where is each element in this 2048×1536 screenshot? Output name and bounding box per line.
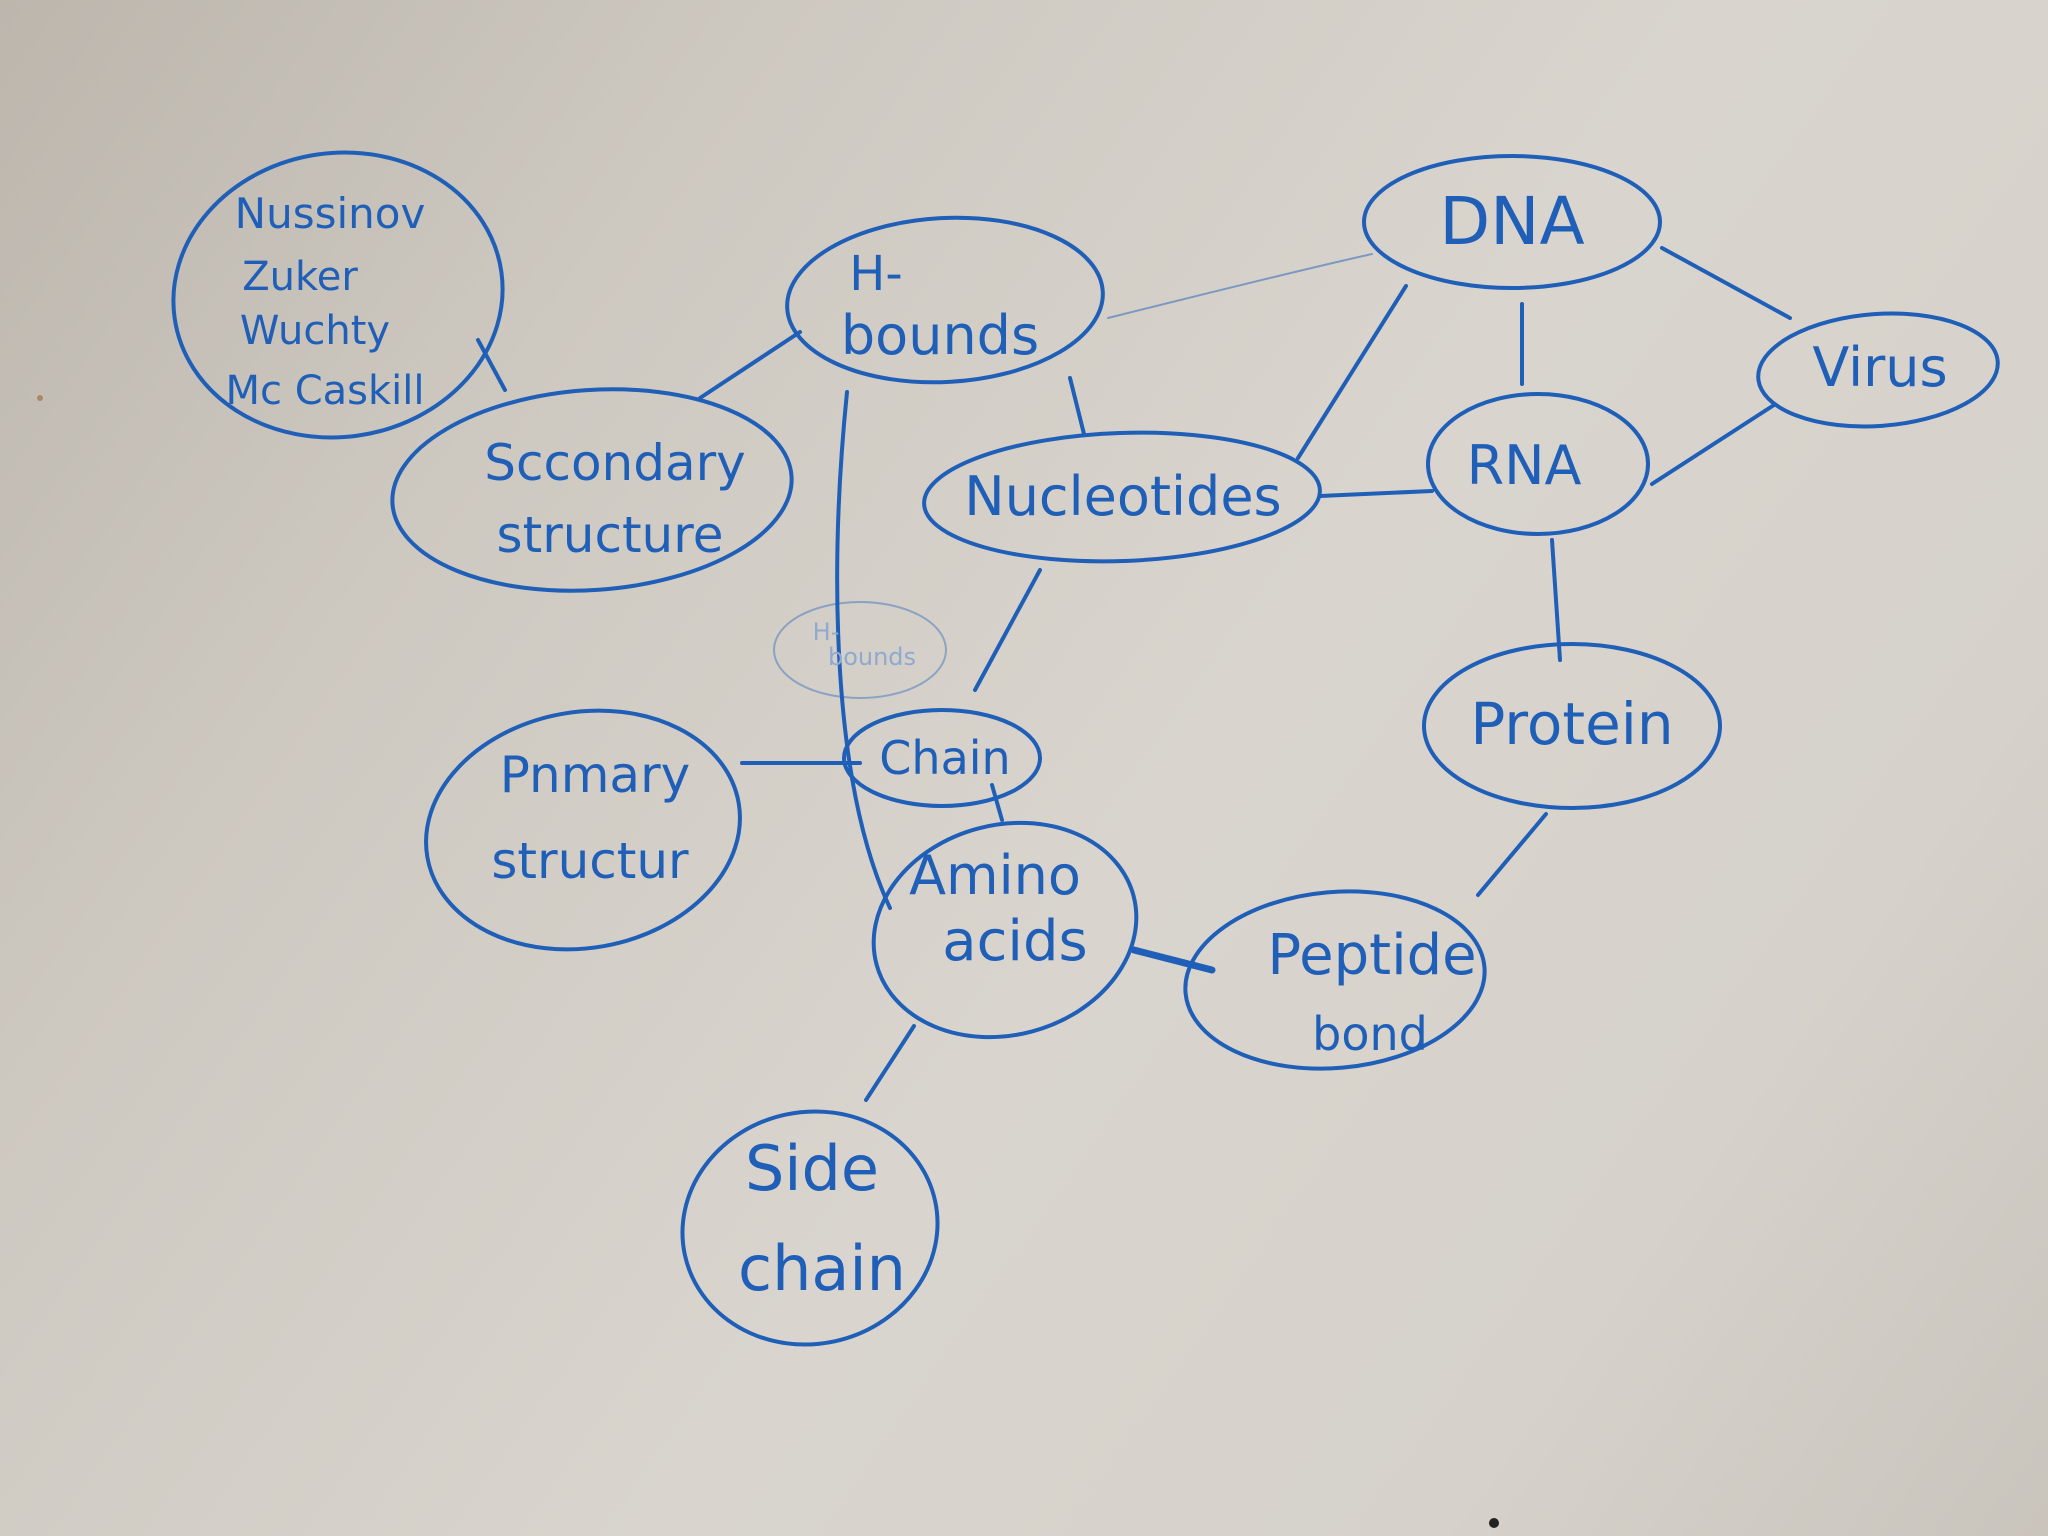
virus-label: Virus — [1812, 336, 1947, 399]
node-algorithms-circle — [171, 150, 505, 440]
node-side-chain-circle — [680, 1109, 940, 1347]
edge-chain-amino-acids — [990, 783, 1004, 822]
peptide-bond-label-line-2: bond — [1312, 1007, 1428, 1061]
algorithm-label-zuker: Zuker — [242, 254, 358, 300]
side-chain-label-line-1: Side — [745, 1132, 879, 1205]
h-bounds-faint-label-line-2: bounds — [828, 643, 916, 671]
edge-secondary-structure-h-bounds — [698, 330, 802, 400]
node-secondary-structure-circle — [390, 387, 794, 593]
paper-speck-faint — [37, 395, 43, 401]
side-chain-label-line-2: chain — [738, 1232, 906, 1305]
node-amino-acids-circle — [871, 820, 1139, 1040]
algorithm-label-wuchty: Wuchty — [240, 308, 390, 354]
node-nucleotides-circle — [922, 430, 1322, 564]
edge-h-bounds-nucleotides — [1068, 376, 1086, 436]
edge-dna-nucleotides — [1296, 284, 1408, 460]
algorithm-label-mccaskill: Mc Caskill — [225, 368, 424, 414]
node-dna-circle — [1362, 154, 1662, 290]
amino-acids-label-line-2: acids — [942, 909, 1087, 974]
node-primary-structure-circle — [424, 708, 742, 952]
node-peptide-bond-circle — [1183, 889, 1487, 1071]
nucleotides-label: Nucleotides — [964, 465, 1281, 528]
node-chain-circle — [842, 708, 1042, 808]
edge-algorithms-secondary-structure — [476, 338, 507, 392]
h-bounds-label-line-2: bounds — [841, 304, 1039, 367]
paper-speck — [1489, 1518, 1499, 1528]
edge-amino-acids-peptide-bond — [1130, 946, 1216, 974]
edge-amino-acids-side-chain — [864, 1024, 916, 1102]
algorithm-label-nussinov: Nussinov — [235, 189, 426, 238]
secondary-structure-label-line-2: structure — [497, 506, 724, 564]
chain-label: Chain — [879, 731, 1010, 785]
edge-protein-peptide-bond — [1476, 812, 1548, 897]
node-rna-circle — [1426, 392, 1650, 536]
primary-structure-label-line-1: Pnmary — [500, 746, 690, 804]
edge-dna-virus — [1660, 246, 1792, 320]
h-bounds-label-line-1: H- — [849, 246, 902, 302]
secondary-structure-label-line-1: Sccondary — [484, 434, 746, 492]
primary-structure-label-line-2: structur — [491, 832, 689, 890]
node-h-bounds-faint-circle — [773, 601, 947, 699]
h-bounds-faint-label-line-1: H- — [813, 618, 840, 646]
protein-label: Protein — [1470, 690, 1673, 758]
node-h-bounds-circle — [785, 215, 1105, 385]
peptide-bond-label-line-1: Peptide — [1267, 923, 1476, 988]
edge-rna-protein — [1550, 538, 1562, 662]
edge-h-bounds-dna — [1107, 253, 1373, 319]
edge-nucleotides-chain — [973, 568, 1042, 692]
amino-acids-label-line-1: Amino — [909, 844, 1081, 907]
node-protein-circle — [1422, 642, 1722, 810]
edge-nucleotides-rna — [1318, 489, 1434, 498]
edge-virus-rna — [1650, 403, 1776, 486]
node-virus-circle — [1756, 311, 2000, 429]
edge-h-bounds-amino-acids — [835, 390, 892, 910]
dna-label: DNA — [1439, 183, 1584, 260]
rna-label: RNA — [1467, 434, 1582, 497]
